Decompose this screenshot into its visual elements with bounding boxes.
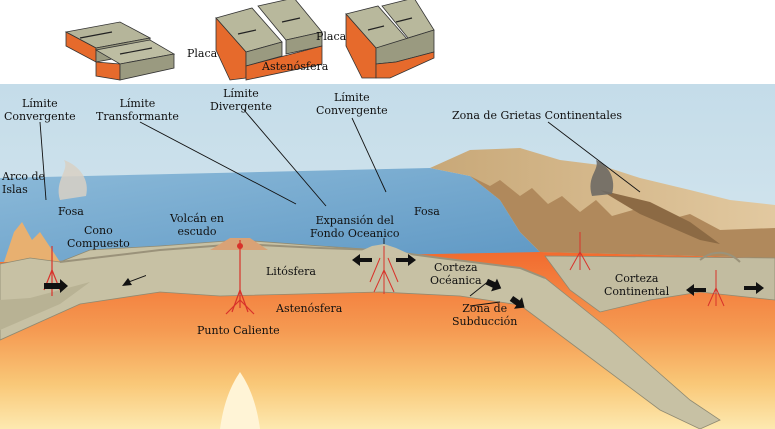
ocean [0,168,540,262]
inset-convergent-block [345,0,435,79]
arrow-down-right-icon [509,295,525,309]
arrow-left-icon [79,31,113,39]
label-limite-convergente-left: Límite Convergente [4,97,76,123]
label-expansion-fondo-oceanico: Expansión del Fondo Oceanico [310,214,400,240]
inset-label-astenosfera: Astenósfera [262,60,329,73]
arrow-right-icon [396,254,416,266]
label-litosfera: Litósfera [266,265,316,278]
arrow-right-icon [44,279,68,293]
arrow-left-icon [122,275,146,286]
label-limite-divergente: Límite Divergente [210,87,272,113]
label-limite-transformante: Límite Transformante [96,97,179,123]
rift-crack [699,251,741,263]
rift-magma [569,232,725,307]
label-fosa-right: Fosa [414,205,440,218]
inset-transform-block [64,21,176,81]
volcano-vent [237,243,243,249]
arrow-right-icon [119,47,153,55]
label-corteza-oceanica: Corteza Océanica [430,261,482,287]
inset-label-placa-right: Placa [316,30,347,43]
leader-lines [39,109,641,307]
rift-valley [600,190,720,244]
label-punto-caliente: Punto Caliente [197,324,280,337]
arrow-right-icon [744,282,764,294]
arrow-down-right-icon [485,278,502,292]
label-zona-grietas: Zona de Grietas Continentales [452,109,623,122]
arrow-left-icon [237,29,257,35]
arrow-right-icon [281,17,301,23]
plate-motion-arrows [44,254,764,309]
volcanic-plume-left [58,160,87,200]
arrow-left-icon [686,284,706,296]
label-zona-subduccion: Zona de Subducción [452,302,518,328]
label-volcan-escudo: Volcán en escudo [170,212,224,238]
ridge-magma [369,246,399,294]
arrow-right-icon [367,25,385,31]
label-arco-islas: Arco de Islas [2,170,46,196]
label-fosa-left: Fosa [58,205,84,218]
island-arc [4,222,60,262]
label-corteza-continental: Corteza Continental [604,272,670,298]
oceanic-crust [59,242,546,279]
arrow-left-icon [352,254,372,266]
lithosphere-slab [0,239,721,429]
arrow-left-icon [395,17,413,23]
label-astenosfera-main: Astenósfera [276,302,343,315]
inset-divergent-block [215,0,323,81]
left-subducting-slab [0,282,90,330]
hot-spot-magma [225,240,255,315]
label-cono-compuesto: Cono Compuesto [67,224,130,250]
inset-label-placa-left: Placa [187,47,218,60]
label-limite-convergente-right: Límite Convergente [316,91,388,117]
continental-lithosphere [544,255,775,313]
volcanic-plume-right [590,160,614,196]
hot-spot-plume [220,372,260,429]
